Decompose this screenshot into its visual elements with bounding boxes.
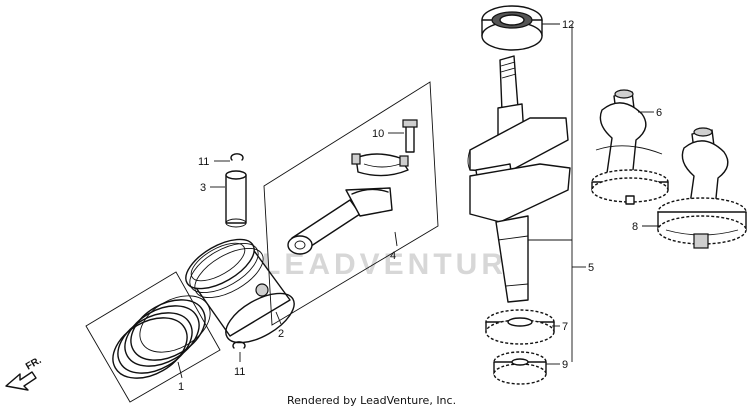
callout-12: 12 xyxy=(562,19,574,31)
piston[interactable] xyxy=(178,229,302,352)
callout-2: 2 xyxy=(278,328,284,340)
footer-credit: Rendered by LeadVenture, Inc. xyxy=(287,394,456,407)
camshaft-assembly[interactable] xyxy=(657,127,747,249)
callout-11-lower: 11 xyxy=(234,366,245,378)
callout-11-upper: 11 xyxy=(198,156,209,168)
piston-pin-clip-lower[interactable] xyxy=(232,341,246,349)
connecting-rod-box xyxy=(263,81,439,326)
connecting-rod[interactable] xyxy=(287,153,409,255)
governor-gear[interactable] xyxy=(493,351,547,385)
piston-pin[interactable] xyxy=(225,170,247,228)
callout-8: 8 xyxy=(632,221,638,233)
callout-3: 3 xyxy=(200,182,206,194)
piston-pin-clip-upper[interactable] xyxy=(230,153,244,161)
callout-6: 6 xyxy=(656,107,662,119)
callout-4: 4 xyxy=(390,250,396,262)
camshaft[interactable] xyxy=(591,89,669,205)
crankshaft[interactable] xyxy=(467,55,571,303)
connecting-rod-bolt[interactable] xyxy=(402,119,418,153)
front-direction-label: FR. xyxy=(24,355,44,373)
crankshaft-bearing[interactable] xyxy=(481,5,543,51)
callout-9: 9 xyxy=(562,359,568,371)
callout-1: 1 xyxy=(178,381,184,393)
callout-7: 7 xyxy=(562,321,568,333)
crankshaft-gear[interactable] xyxy=(485,309,555,345)
front-direction-arrow: FR. xyxy=(5,355,44,391)
callout-10: 10 xyxy=(372,128,384,140)
callout-5: 5 xyxy=(588,262,594,274)
